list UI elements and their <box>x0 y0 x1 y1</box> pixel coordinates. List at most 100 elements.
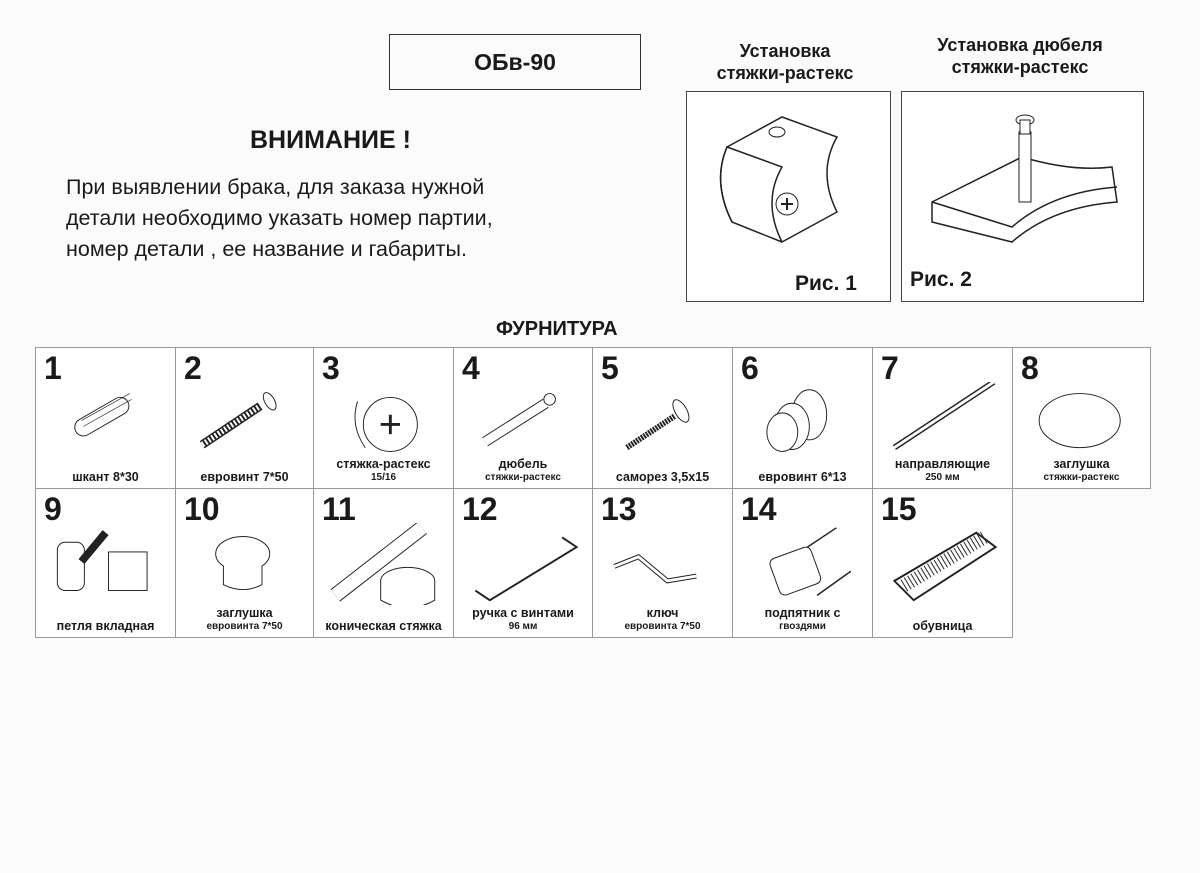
cap-icon <box>1038 393 1121 449</box>
model-code-box: ОБв-90 <box>389 34 641 90</box>
item-number: 14 <box>741 491 777 527</box>
warning-title: ВНИМАНИЕ ! <box>250 126 411 154</box>
conical-tie-icon <box>330 523 436 605</box>
item-number: 1 <box>44 350 62 386</box>
item-spec: 15/16 <box>370 472 397 483</box>
handle-icon <box>474 536 579 602</box>
hinge-icon <box>56 530 148 592</box>
figure-1-title-line1: Установка <box>739 41 831 61</box>
hardware-item-6: 6 евровинт 6*13 <box>732 347 873 489</box>
hex-key-icon <box>613 553 697 584</box>
item-number: 6 <box>741 350 759 386</box>
item-label: саморез 3,5x15 <box>593 471 732 484</box>
item-number: 3 <box>322 350 340 386</box>
figure-1-panel: Рис. 1 <box>686 91 891 302</box>
warning-line-2: детали необходимо указать номер партии, <box>66 206 493 230</box>
item-spec: евровинта 7*50 <box>624 621 701 632</box>
model-code: ОБв-90 <box>474 48 556 75</box>
warning-line-3: номер детали , ее название и габариты. <box>66 237 467 261</box>
item-spec: евровинта 7*50 <box>206 621 283 632</box>
figure-2-title: Установка дюбеля стяжки-растекс <box>900 34 1140 78</box>
item-number: 7 <box>881 350 899 386</box>
item-label: обувница <box>873 620 1012 633</box>
item-name: направляющие <box>894 457 991 471</box>
item-label: евровинт 6*13 <box>733 471 872 484</box>
item-spec: стяжки-растекс <box>485 472 561 483</box>
hardware-item-2: 2 евровинт 7*50 <box>175 347 314 489</box>
item-number: 9 <box>44 491 62 527</box>
cam-lock-icon <box>354 396 418 452</box>
figure-2-panel: Рис. 2 <box>901 91 1144 302</box>
item-label: шкант 8*30 <box>36 471 175 484</box>
item-number: 5 <box>601 350 619 386</box>
figure-2-caption: Рис. 2 <box>910 268 972 291</box>
figure-1-title-line2: стяжки-растекс <box>716 63 854 83</box>
item-name: стяжка-растекс <box>336 457 431 471</box>
figure-1-title: Установка стяжки-растекс <box>690 40 880 84</box>
drawer-slide-icon <box>892 382 996 451</box>
item-spec: 96 мм <box>508 621 538 632</box>
item-name: саморез 3,5x15 <box>615 470 710 484</box>
hardware-item-1: 1 шкант 8*30 <box>35 347 176 489</box>
hardware-item-15: 15 обувница <box>872 488 1013 638</box>
figure-2-title-line2: стяжки-растекс <box>951 57 1089 77</box>
item-spec: 250 мм <box>925 472 960 483</box>
item-label: коническая стяжка <box>314 620 453 633</box>
hardware-item-5: 5 саморез 3,5x15 <box>592 347 733 489</box>
warning-text: При выявлении брака, для заказа нужной д… <box>66 172 646 265</box>
item-name: евровинт 6*13 <box>758 470 847 484</box>
dowel-install-illustration <box>931 114 1118 243</box>
item-name: обувница <box>912 619 973 633</box>
hardware-item-11: 11 коническая стяжка <box>313 488 454 638</box>
item-name: коническая стяжка <box>325 619 442 633</box>
item-name: подпятник с <box>764 606 841 620</box>
item-number: 15 <box>881 491 917 527</box>
item-name: заглушка <box>216 606 273 620</box>
euro-screw-insert-icon <box>766 389 828 452</box>
shoe-rack-basket-icon <box>892 531 998 602</box>
item-spec: стяжки-растекс <box>1043 472 1120 483</box>
cam-dowel-icon <box>482 393 556 447</box>
figure-2-title-line1: Установка дюбеля <box>937 35 1103 55</box>
item-name: шкант 8*30 <box>72 470 139 484</box>
item-number: 11 <box>322 491 356 527</box>
euro-screw-icon <box>199 392 277 449</box>
item-number: 10 <box>184 491 220 527</box>
item-label: петля вкладная <box>36 620 175 633</box>
item-spec: гвоздями <box>779 621 826 632</box>
item-name: евровинт 7*50 <box>200 470 289 484</box>
hardware-title: ФУРНИТУРА <box>496 318 618 340</box>
item-number: 2 <box>184 350 202 386</box>
item-name: петля вкладная <box>56 619 155 633</box>
item-number: 8 <box>1021 350 1039 386</box>
dowel-pin-icon <box>74 393 132 437</box>
item-number: 13 <box>601 491 637 527</box>
item-number: 12 <box>462 491 498 527</box>
item-label: евровинт 7*50 <box>176 471 313 484</box>
cam-lock-install-illustration <box>719 116 839 244</box>
self-tapping-screw-icon <box>625 399 690 451</box>
figure-1-caption: Рис. 1 <box>795 272 857 295</box>
item-name: ключ <box>646 606 679 620</box>
item-name: ручка с винтами <box>472 606 574 620</box>
glide-with-nails-icon <box>769 527 852 596</box>
screw-cap-icon <box>215 536 271 591</box>
warning-line-1: При выявлении брака, для заказа нужной <box>66 175 485 199</box>
item-name: дюбель <box>498 457 548 471</box>
